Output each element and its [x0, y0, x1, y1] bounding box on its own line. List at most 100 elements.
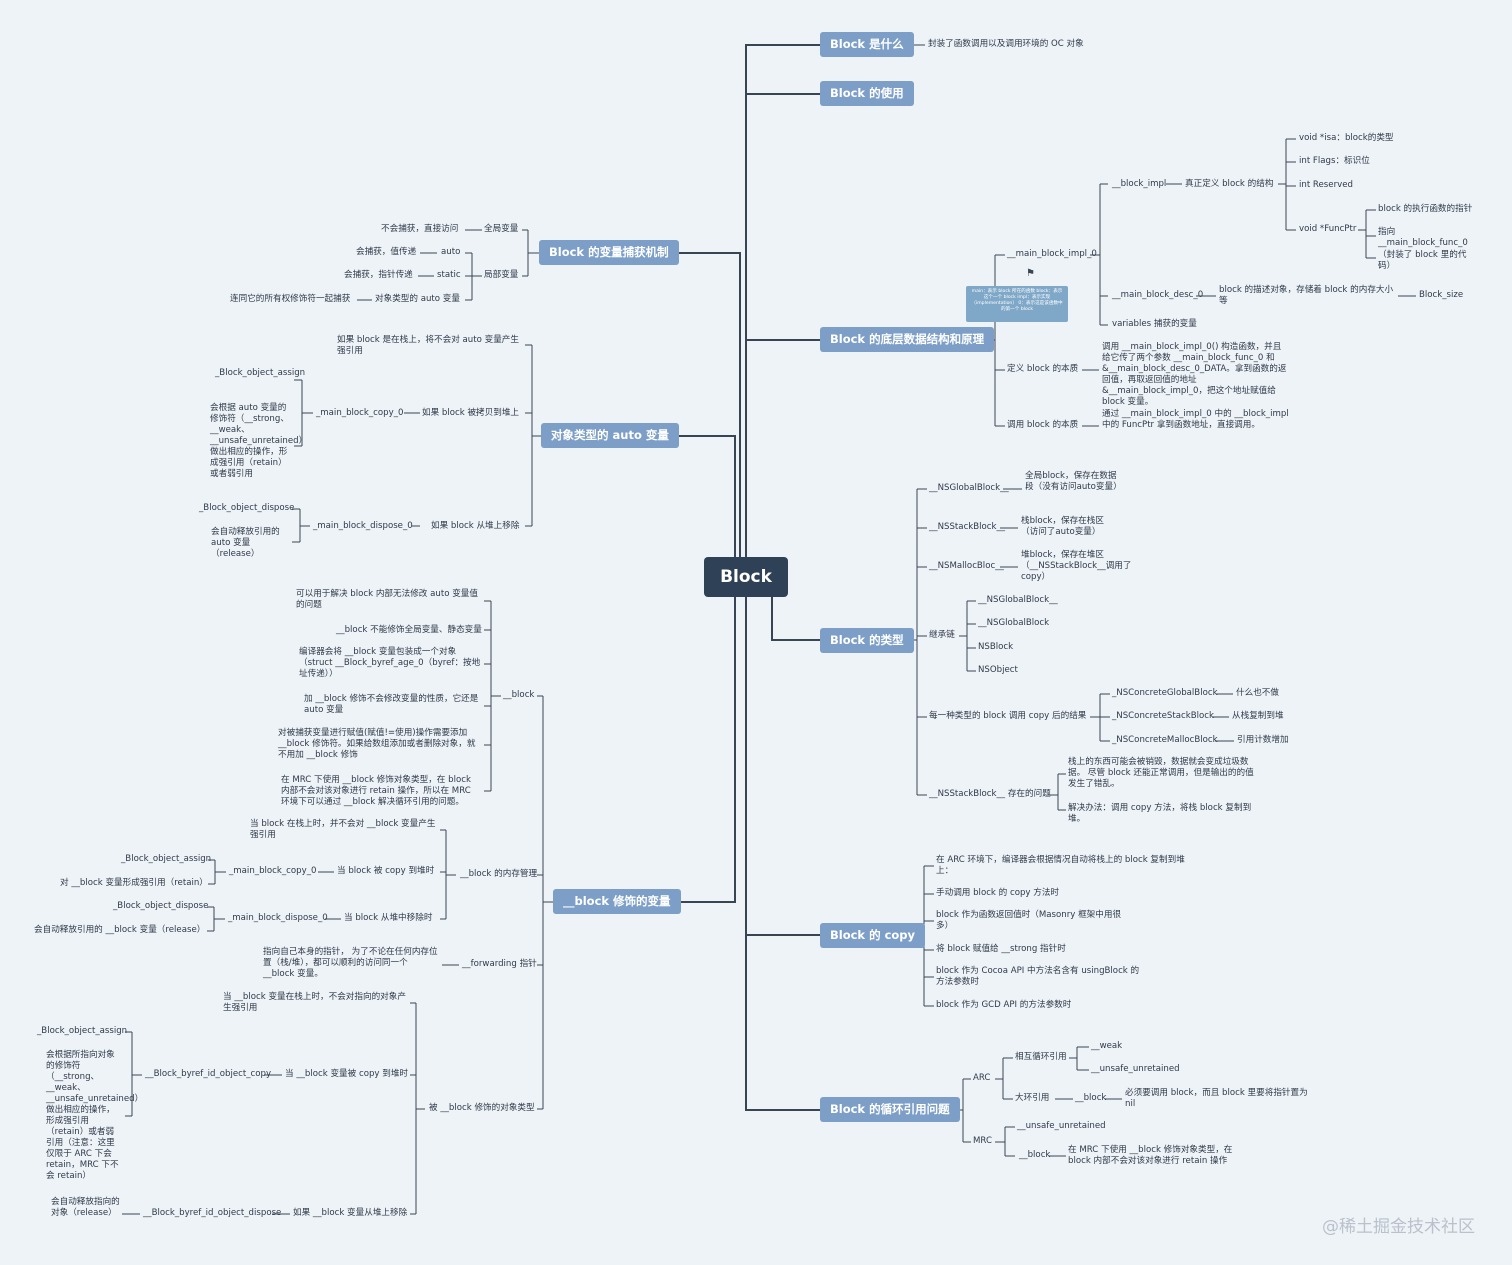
- struct-fp-points-to: 指向 __main_block_func_0: [1378, 227, 1468, 248]
- types-global-desc: 全局block，保存在数据段（没有访问auto变量）: [1025, 471, 1122, 492]
- struct-fp-wraps: （封装了 block 里的代码）: [1378, 250, 1467, 271]
- objauto-on-stack: 如果 block 是在栈上，将不会对 auto 变量产生强引用: [337, 335, 519, 356]
- copy-case-2: 手动调用 block 的 copy 方法时: [936, 888, 1060, 898]
- blockmod-mem-assign: _Block_object_assign: [121, 854, 212, 864]
- types-concrete-stack-desc: 从栈复制到堆: [1232, 711, 1284, 721]
- struct-fp-pointer: block 的执行函数的指针: [1378, 204, 1473, 214]
- blockmod-obj-assign-desc: 会根据所指向对象的修饰符（__strong、__weak、__unsafe_un…: [46, 1050, 144, 1181]
- copy-case-5: block 作为 Cocoa API 中方法名含有 usingBlock 的方法…: [936, 966, 1140, 987]
- types-malloc-desc: 堆block，保存在堆区（__NSStackBlock__调用了copy）: [1021, 550, 1132, 582]
- types-concrete-global-desc: 什么也不做: [1236, 688, 1279, 698]
- types-inherit: 继承链: [929, 630, 955, 640]
- blockmod-k6: 在 MRC 下使用 __block 修饰对象类型，在 block 内部不会对该对…: [281, 775, 471, 807]
- cycle-mrc-block-desc: 在 MRC 下使用 __block 修饰对象类型，在 block 内部不会对该对…: [1068, 1145, 1233, 1166]
- cycle-mutual: 相互循环引用: [1015, 1052, 1067, 1062]
- struct-impl0: __main_block_impl_0: [1007, 249, 1097, 259]
- capture-global-var: 全局变量: [484, 224, 519, 234]
- capture-global-desc: 不会捕获，直接访问: [381, 224, 459, 234]
- objauto-object-assign: _Block_object_assign: [215, 368, 306, 378]
- struct-variables: variables 捕获的变量: [1112, 319, 1197, 329]
- cycle-arc: ARC: [973, 1073, 991, 1083]
- types-concrete-malloc-desc: 引用计数增加: [1237, 735, 1289, 745]
- struct-define-desc: 调用 __main_block_impl_0() 构造函数，并且给它传了两个参数…: [1102, 342, 1287, 407]
- capture-auto-desc: 会捕获，值传递: [356, 247, 417, 257]
- capture-static: static: [437, 270, 461, 280]
- objauto-dispose-fn: _main_block_dispose_0: [313, 521, 413, 531]
- topic-block-usage[interactable]: Block 的使用: [820, 81, 914, 106]
- blockmod-obj-assign: _Block_object_assign: [37, 1026, 128, 1036]
- types-inherit-1: __NSGlobalBlock__: [978, 595, 1058, 605]
- objauto-dispose-desc: 会自动释放引用的 auto 变量（release）: [211, 527, 280, 559]
- capture-obj-auto: 对象类型的 auto 变量: [375, 294, 460, 304]
- struct-flags: int Flags：标识位: [1299, 156, 1370, 166]
- blockmod-mem-copy: 当 block 被 copy 到堆时: [337, 866, 435, 876]
- blockmod-obj-remove: 如果 __block 变量从堆上移除: [293, 1208, 408, 1218]
- objauto-removed-heap: 如果 block 从堆上移除: [431, 521, 520, 531]
- struct-desc0-desc: block 的描述对象，存储着 block 的内存大小等: [1219, 285, 1394, 306]
- topic-what-is-block[interactable]: Block 是什么: [820, 32, 914, 57]
- connector-line: [771, 597, 820, 641]
- types-inherit-2: __NSGlobalBlock: [978, 618, 1050, 628]
- topic-block-types[interactable]: Block 的类型: [820, 628, 914, 653]
- impl-naming-note: main：表示 block 所在的函数 block：表示这个一个 block i…: [966, 286, 1068, 322]
- types-copy-result: 每一种类型的 block 调用 copy 后的结果: [929, 711, 1087, 721]
- objauto-copied-heap: 如果 block 被拷贝到堆上: [422, 408, 520, 418]
- blockmod-mem-copy-fn: _main_block_copy_0: [229, 866, 317, 876]
- objauto-object-dispose: _Block_object_dispose: [199, 503, 295, 513]
- topic-block-copy[interactable]: Block 的 copy: [820, 923, 926, 948]
- types-concrete-global: _NSConcreteGlobalBlock: [1112, 688, 1218, 698]
- blockmod-obj-stack: 当 __block 变量在栈上时，不会对指向的对象产生强引用: [223, 992, 406, 1013]
- copy-case-6: block 作为 GCD API 的方法参数时: [936, 1000, 1072, 1010]
- objauto-assign-desc: 会根据 auto 变量的修饰符（__strong、__weak、__unsafe…: [210, 403, 308, 479]
- blockmod-mem-dispose-fn: _main_block_dispose_0: [228, 913, 328, 923]
- types-inherit-3: NSBlock: [978, 642, 1014, 652]
- connector-line: [673, 597, 736, 903]
- blockmod-obj-dispose-fn: __Block_byref_id_object_dispose: [143, 1208, 282, 1218]
- capture-auto: auto: [441, 247, 461, 257]
- blockmod-mem: __block 的内存管理: [460, 869, 538, 879]
- connector-line: [745, 597, 820, 1111]
- what-desc: 封装了函数调用以及调用环境的 OC 对象: [928, 39, 1084, 49]
- blockmod-obj-copy-fn: __Block_byref_id_object_copy: [145, 1069, 272, 1079]
- blockmod-mem-dispose: _Block_object_dispose: [113, 901, 209, 911]
- connector-line: [745, 44, 820, 557]
- cycle-mrc-block: __block: [1019, 1150, 1051, 1160]
- types-stack-desc: 栈block，保存在栈区（访问了auto变量）: [1021, 516, 1104, 537]
- struct-define: 定义 block 的本质: [1007, 364, 1079, 374]
- topic-data-structure[interactable]: Block 的底层数据结构和原理: [820, 327, 995, 352]
- blockmod-k3: 编译器会将 __block 变量包装成一个对象（struct __Block_b…: [299, 647, 481, 679]
- blockmod-keyword: __block: [503, 690, 535, 700]
- types-concrete-stack: _NSConcreteStackBlock: [1112, 711, 1214, 721]
- types-malloc: __NSMallocBloc__: [929, 561, 1004, 571]
- blockmod-mem-assign-desc: 对 __block 变量形成强引用（retain）: [60, 878, 208, 888]
- types-problem-1: 栈上的东西可能会被销毁，数据就会变成垃圾数据。 尽管 block 还能正常调用，…: [1068, 757, 1254, 789]
- blockmod-mem-dispose-desc: 会自动释放引用的 __block 变量（release）: [34, 925, 206, 935]
- types-problem-2: 解决办法：调用 copy 方法，将栈 block 复制到堆。: [1068, 803, 1252, 824]
- blockmod-obj-copy: 当 __block 变量被 copy 到堆时: [285, 1069, 409, 1079]
- cycle-mrc: MRC: [973, 1136, 992, 1146]
- topic-block-modified-var[interactable]: __block 修饰的变量: [553, 889, 681, 914]
- objauto-copy-fn: _main_block_copy_0: [316, 408, 404, 418]
- struct-block-impl: __block_impl: [1112, 179, 1167, 189]
- topic-object-auto-var[interactable]: 对象类型的 auto 变量: [541, 423, 679, 448]
- struct-desc0: __main_block_desc_0: [1112, 290, 1204, 300]
- root-topic-block[interactable]: Block: [704, 557, 788, 597]
- cycle-weak: __weak: [1091, 1041, 1123, 1051]
- blockmod-mem-remove: 当 block 从堆中移除时: [344, 913, 433, 923]
- struct-reserved: int Reserved: [1299, 180, 1353, 190]
- struct-call: 调用 block 的本质: [1007, 420, 1079, 430]
- flag-icon: ⚑: [1026, 268, 1035, 279]
- types-stack: __NSStackBlock__: [929, 522, 1006, 532]
- types-concrete-malloc: _NSConcreteMallocBlock: [1112, 735, 1218, 745]
- copy-case-4: 将 block 赋值给 __strong 指针时: [936, 944, 1066, 954]
- struct-call-desc: 通过 __main_block_impl_0 中的 __block_impl 中…: [1102, 409, 1289, 430]
- capture-obj-auto-desc: 连同它的所有权修饰符一起捕获: [230, 294, 351, 304]
- copy-case-1: 在 ARC 环境下，编译器会根据情况自动将栈上的 block 复制到堆上：: [936, 855, 1185, 876]
- struct-block-impl-desc: 真正定义 block 的结构: [1185, 179, 1274, 189]
- blockmod-obj-dispose-desc: 会自动释放指向的对象（release）: [51, 1197, 120, 1218]
- capture-static-desc: 会捕获，指针传递: [344, 270, 413, 280]
- struct-funcptr: void *FuncPtr: [1299, 224, 1357, 234]
- topic-retain-cycle[interactable]: Block 的循环引用问题: [820, 1097, 960, 1122]
- topic-capture-mechanism[interactable]: Block 的变量捕获机制: [539, 240, 679, 265]
